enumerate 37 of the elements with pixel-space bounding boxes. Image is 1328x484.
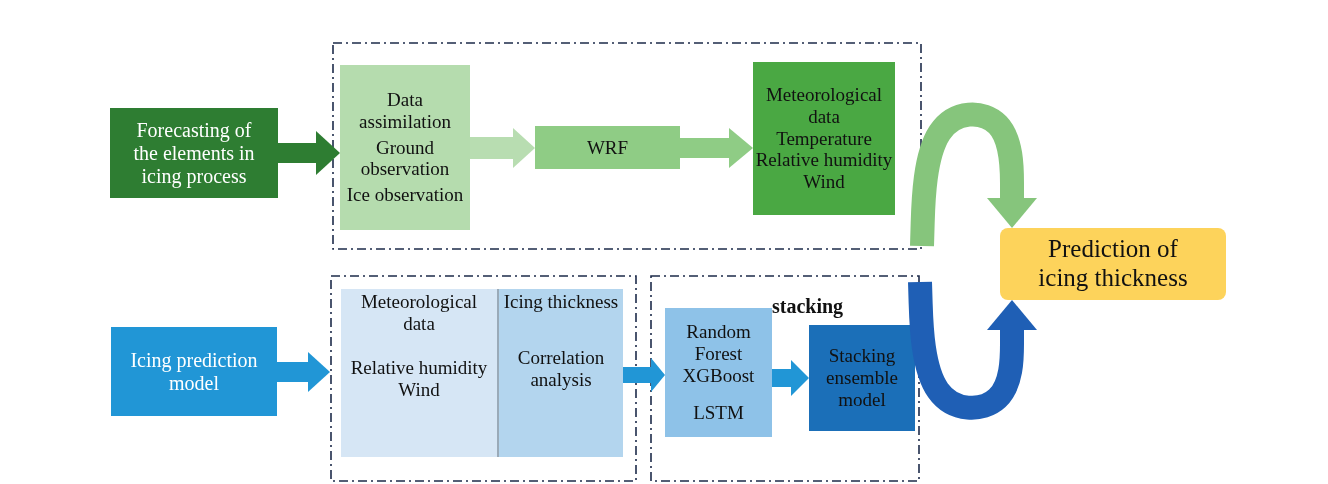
process-box (535, 126, 680, 169)
block-arrow (470, 128, 535, 168)
block-arrow (278, 131, 340, 175)
process-box (340, 65, 470, 230)
box-text: Ice observation (345, 184, 465, 207)
box-text: Correlation analysis (516, 346, 606, 391)
box-text: LSTM (692, 402, 745, 425)
curved-arrow (908, 281, 1037, 420)
group-heading: stacking (771, 295, 845, 318)
process-box (110, 108, 278, 198)
curved-arrow (910, 102, 1037, 247)
box-text: Icing prediction model (129, 348, 259, 395)
box-text: Random Forest XGBoost (681, 320, 756, 387)
box-text: Wind (802, 171, 846, 194)
box-text: Stacking ensemble model (825, 345, 899, 411)
block-arrow (277, 352, 330, 392)
block-arrow (680, 128, 753, 168)
process-box (111, 327, 277, 416)
box-text: Ground observation (359, 136, 451, 181)
box-text: Data assimilation (358, 88, 452, 133)
process-box (497, 289, 623, 457)
box-text: Relative humidity (754, 149, 894, 172)
box-text: Temperature (775, 127, 873, 150)
block-arrow (772, 360, 809, 396)
box-text: Forecasting of the elements in icing process (132, 118, 256, 188)
result-box (1000, 228, 1226, 300)
process-box (665, 308, 772, 437)
block-arrow (623, 358, 665, 392)
box-text: Meteorological data (764, 83, 884, 128)
box-text: WRF (585, 136, 630, 159)
box-text: Meteorological data (359, 291, 479, 335)
box-text: Relative humidity Wind (349, 356, 489, 401)
box-text: Prediction of icing thickness (1037, 235, 1189, 293)
process-box (341, 289, 497, 457)
process-box (753, 62, 895, 215)
box-text: Icing thickness (502, 291, 620, 313)
process-box (809, 325, 915, 431)
